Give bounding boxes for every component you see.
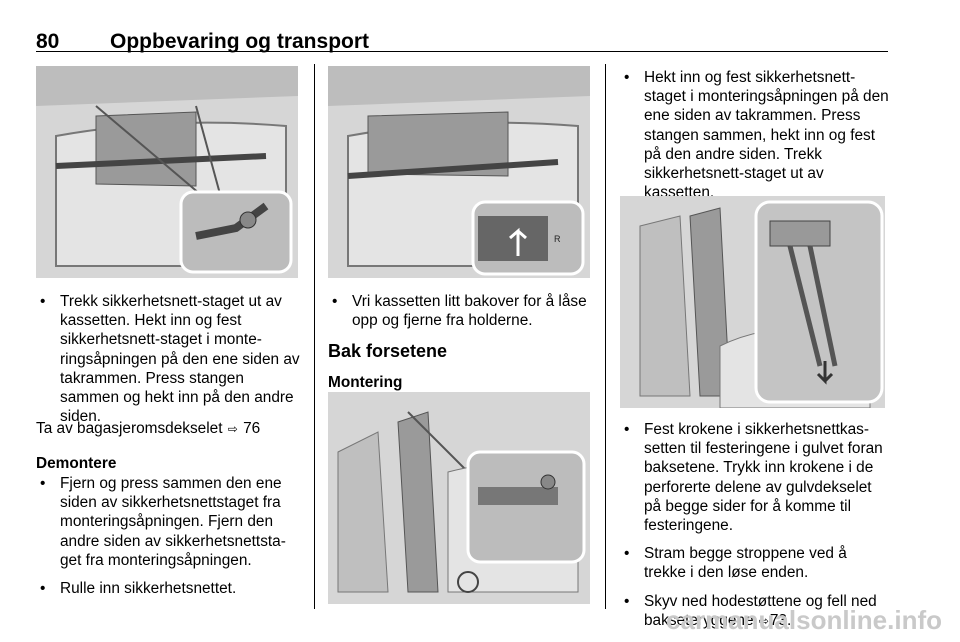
list-item-text: Skyv ned hodestøttene og fell ned bakset… [644,592,877,629]
bullet-icon: • [40,475,46,492]
list-item: • Hekt inn og fest sikkerhetsnett-staget … [620,68,890,202]
list-item: • Fest krokene i sikkerhetsnettkas-setten… [620,420,892,535]
list-item: • Skyv ned hodestøttene og fell ned bakse… [620,592,892,631]
bullet-icon: • [40,293,46,310]
rear-seat-net-drawing [328,392,590,604]
bullet-icon: • [624,421,630,438]
col3-bottom-text: • Fest krokene i sikkerhetsnettkas-setten… [620,420,892,640]
list-item-text: Trekk sikkerhetsnett-staget ut av kasset… [60,293,300,426]
bullet-icon: • [624,69,630,86]
watermark: carmanualsonline.info [666,605,942,635]
illustration-label: R [554,234,561,244]
col1-top-text: • Trekk sikkerhetsnett-staget ut av kasse… [36,292,306,435]
section-heading-demontere: Demontere [36,455,117,472]
floor-straps-drawing [620,196,885,408]
page-title: Oppbevaring og transport [110,30,370,53]
bullet-icon: • [332,293,338,310]
header-divider [36,51,888,52]
reference-page-link[interactable]: 73. [769,611,792,629]
section-heading-bak-forsetene: Bak forsetene [328,341,448,361]
list-item-text: Rulle inn sikkerhetsnettet. [60,580,237,598]
illustration-rear-seat-net [328,392,590,604]
list-item-text: Fjern og press sammen den ene siden av s… [60,475,286,569]
cassette-removal-drawing: R [328,66,590,278]
list-item-text: Hekt inn og fest sikkerhetsnett-staget i… [644,69,889,202]
list-item-text: Vri kassetten litt bakover for å låse op… [352,293,587,330]
reference-page-link[interactable]: 76 [243,420,261,437]
column-divider-2 [605,64,606,609]
list-item: • Trekk sikkerhetsnett-staget ut av kasse… [36,292,306,426]
column-divider-1 [314,64,315,609]
cargo-net-bar-drawing [36,66,298,278]
col3-top-text: • Hekt inn og fest sikkerhetsnett-staget … [620,68,890,211]
col1-bottom-text: • Fjern og press sammen den ene siden av … [36,474,306,607]
list-item: • Fjern og press sammen den ene siden av … [36,474,306,570]
list-item: • Stram begge stroppene ved å trekke i de… [620,544,892,582]
subheading-montering: Montering [328,374,403,391]
page-reference-arrow-icon: ⇨ [758,613,769,628]
cross-reference-line: Ta av bagasjeromsdekselet ⇨ 76 [36,419,306,439]
list-item: • Vri kassetten litt bakover for å låse o… [328,292,590,330]
page-number: 80 [36,30,60,53]
list-item: • Rulle inn sikkerhetsnettet. [36,579,306,598]
bullet-icon: • [624,592,630,610]
bullet-icon: • [40,580,46,598]
reference-text: Ta av bagasjeromsdekselet [36,420,223,437]
bullet-icon: • [624,545,630,563]
list-item-text: Stram begge stroppene ved å trekke i den… [644,545,847,582]
illustration-floor-straps [620,196,885,408]
list-item-text: Fest krokene i sikkerhetsnettkas-setten … [644,421,883,535]
illustration-cassette-removal: R [328,66,590,278]
illustration-cargo-net-bar [36,66,298,278]
page-header: 80 Oppbevaring og transport [36,30,888,54]
col2-text: • Vri kassetten litt bakover for å låse o… [328,292,590,339]
page-reference-arrow-icon: ⇨ [227,422,238,436]
